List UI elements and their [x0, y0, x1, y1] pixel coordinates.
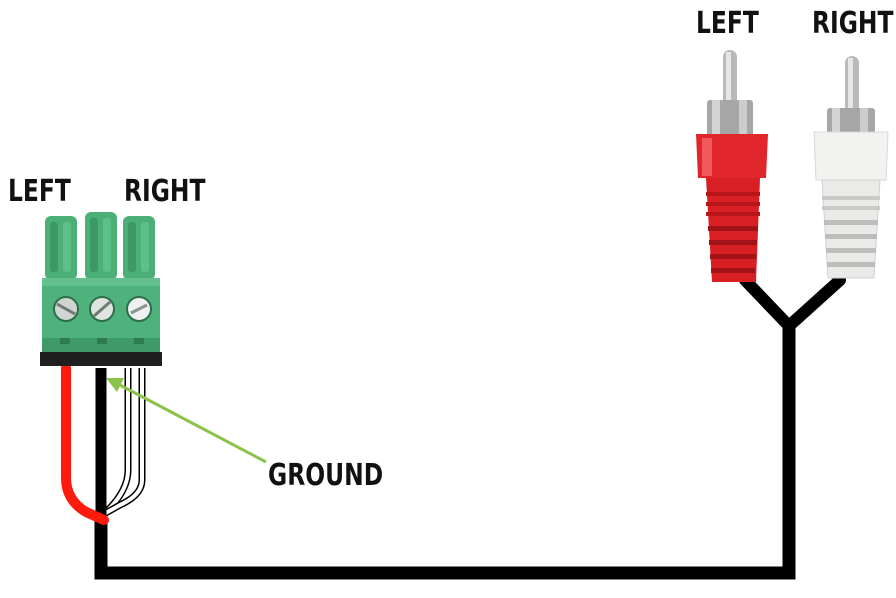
ground-arrow	[106, 378, 267, 464]
main-cable	[94, 322, 796, 580]
terminal-left-label: LEFT	[8, 174, 71, 209]
terminal-tab-right	[123, 216, 155, 280]
screw-right	[126, 296, 152, 322]
rca-right-label: RIGHT	[812, 6, 894, 41]
wire-left-channel	[61, 363, 109, 525]
cable-split-left	[739, 274, 795, 332]
screw-middle	[89, 296, 115, 322]
rca-plug-right	[813, 56, 889, 279]
terminal-block	[40, 212, 162, 366]
cable-split-right	[783, 274, 846, 332]
rca-plug-left	[696, 50, 768, 282]
ground-label: GROUND	[268, 458, 384, 493]
screw-left	[53, 296, 79, 322]
terminal-tab-left	[45, 216, 77, 280]
terminal-tab-middle	[85, 212, 117, 280]
rca-left-label: LEFT	[696, 6, 759, 41]
terminal-right-label: RIGHT	[124, 174, 206, 209]
wire-right-channel-2-fill	[103, 368, 144, 516]
